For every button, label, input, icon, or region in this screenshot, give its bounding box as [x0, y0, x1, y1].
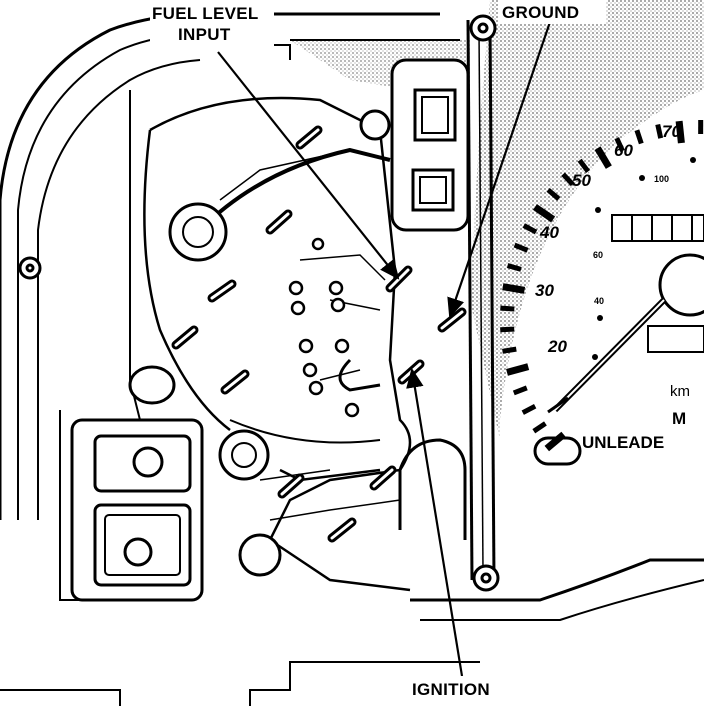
kmh-number-40: 40 [594, 296, 604, 306]
speed-number-60: 60 [614, 141, 633, 160]
fuel-level-input-label-line1: FUEL LEVEL [152, 4, 259, 23]
speedometer-tick [658, 125, 661, 139]
unit-km-label: km [670, 383, 690, 400]
fuel-level-input-label-line2: INPUT [178, 25, 231, 44]
kmh-number-100: 100 [654, 174, 669, 184]
bulb-sockets [72, 60, 468, 600]
unit-mph-label: M [672, 409, 686, 428]
kmh-number-60: 60 [593, 250, 603, 260]
ignition-label: IGNITION [412, 680, 490, 699]
fuel-level-arrow [218, 52, 398, 278]
speedometer-tick [500, 329, 514, 330]
ignition-arrow [412, 370, 462, 676]
speed-number-20: 20 [547, 337, 567, 356]
unleaded-fuel-label: UNLEADE [582, 433, 664, 452]
speed-number-40: 40 [539, 223, 559, 242]
ground-label: GROUND [502, 3, 579, 22]
speed-number-70: 70 [662, 122, 681, 141]
speed-number-50: 50 [572, 171, 591, 190]
speedometer-tick [503, 287, 525, 291]
speed-number-30: 30 [535, 281, 554, 300]
speedometer-tick [500, 308, 514, 309]
speedometer-tick [502, 349, 516, 351]
